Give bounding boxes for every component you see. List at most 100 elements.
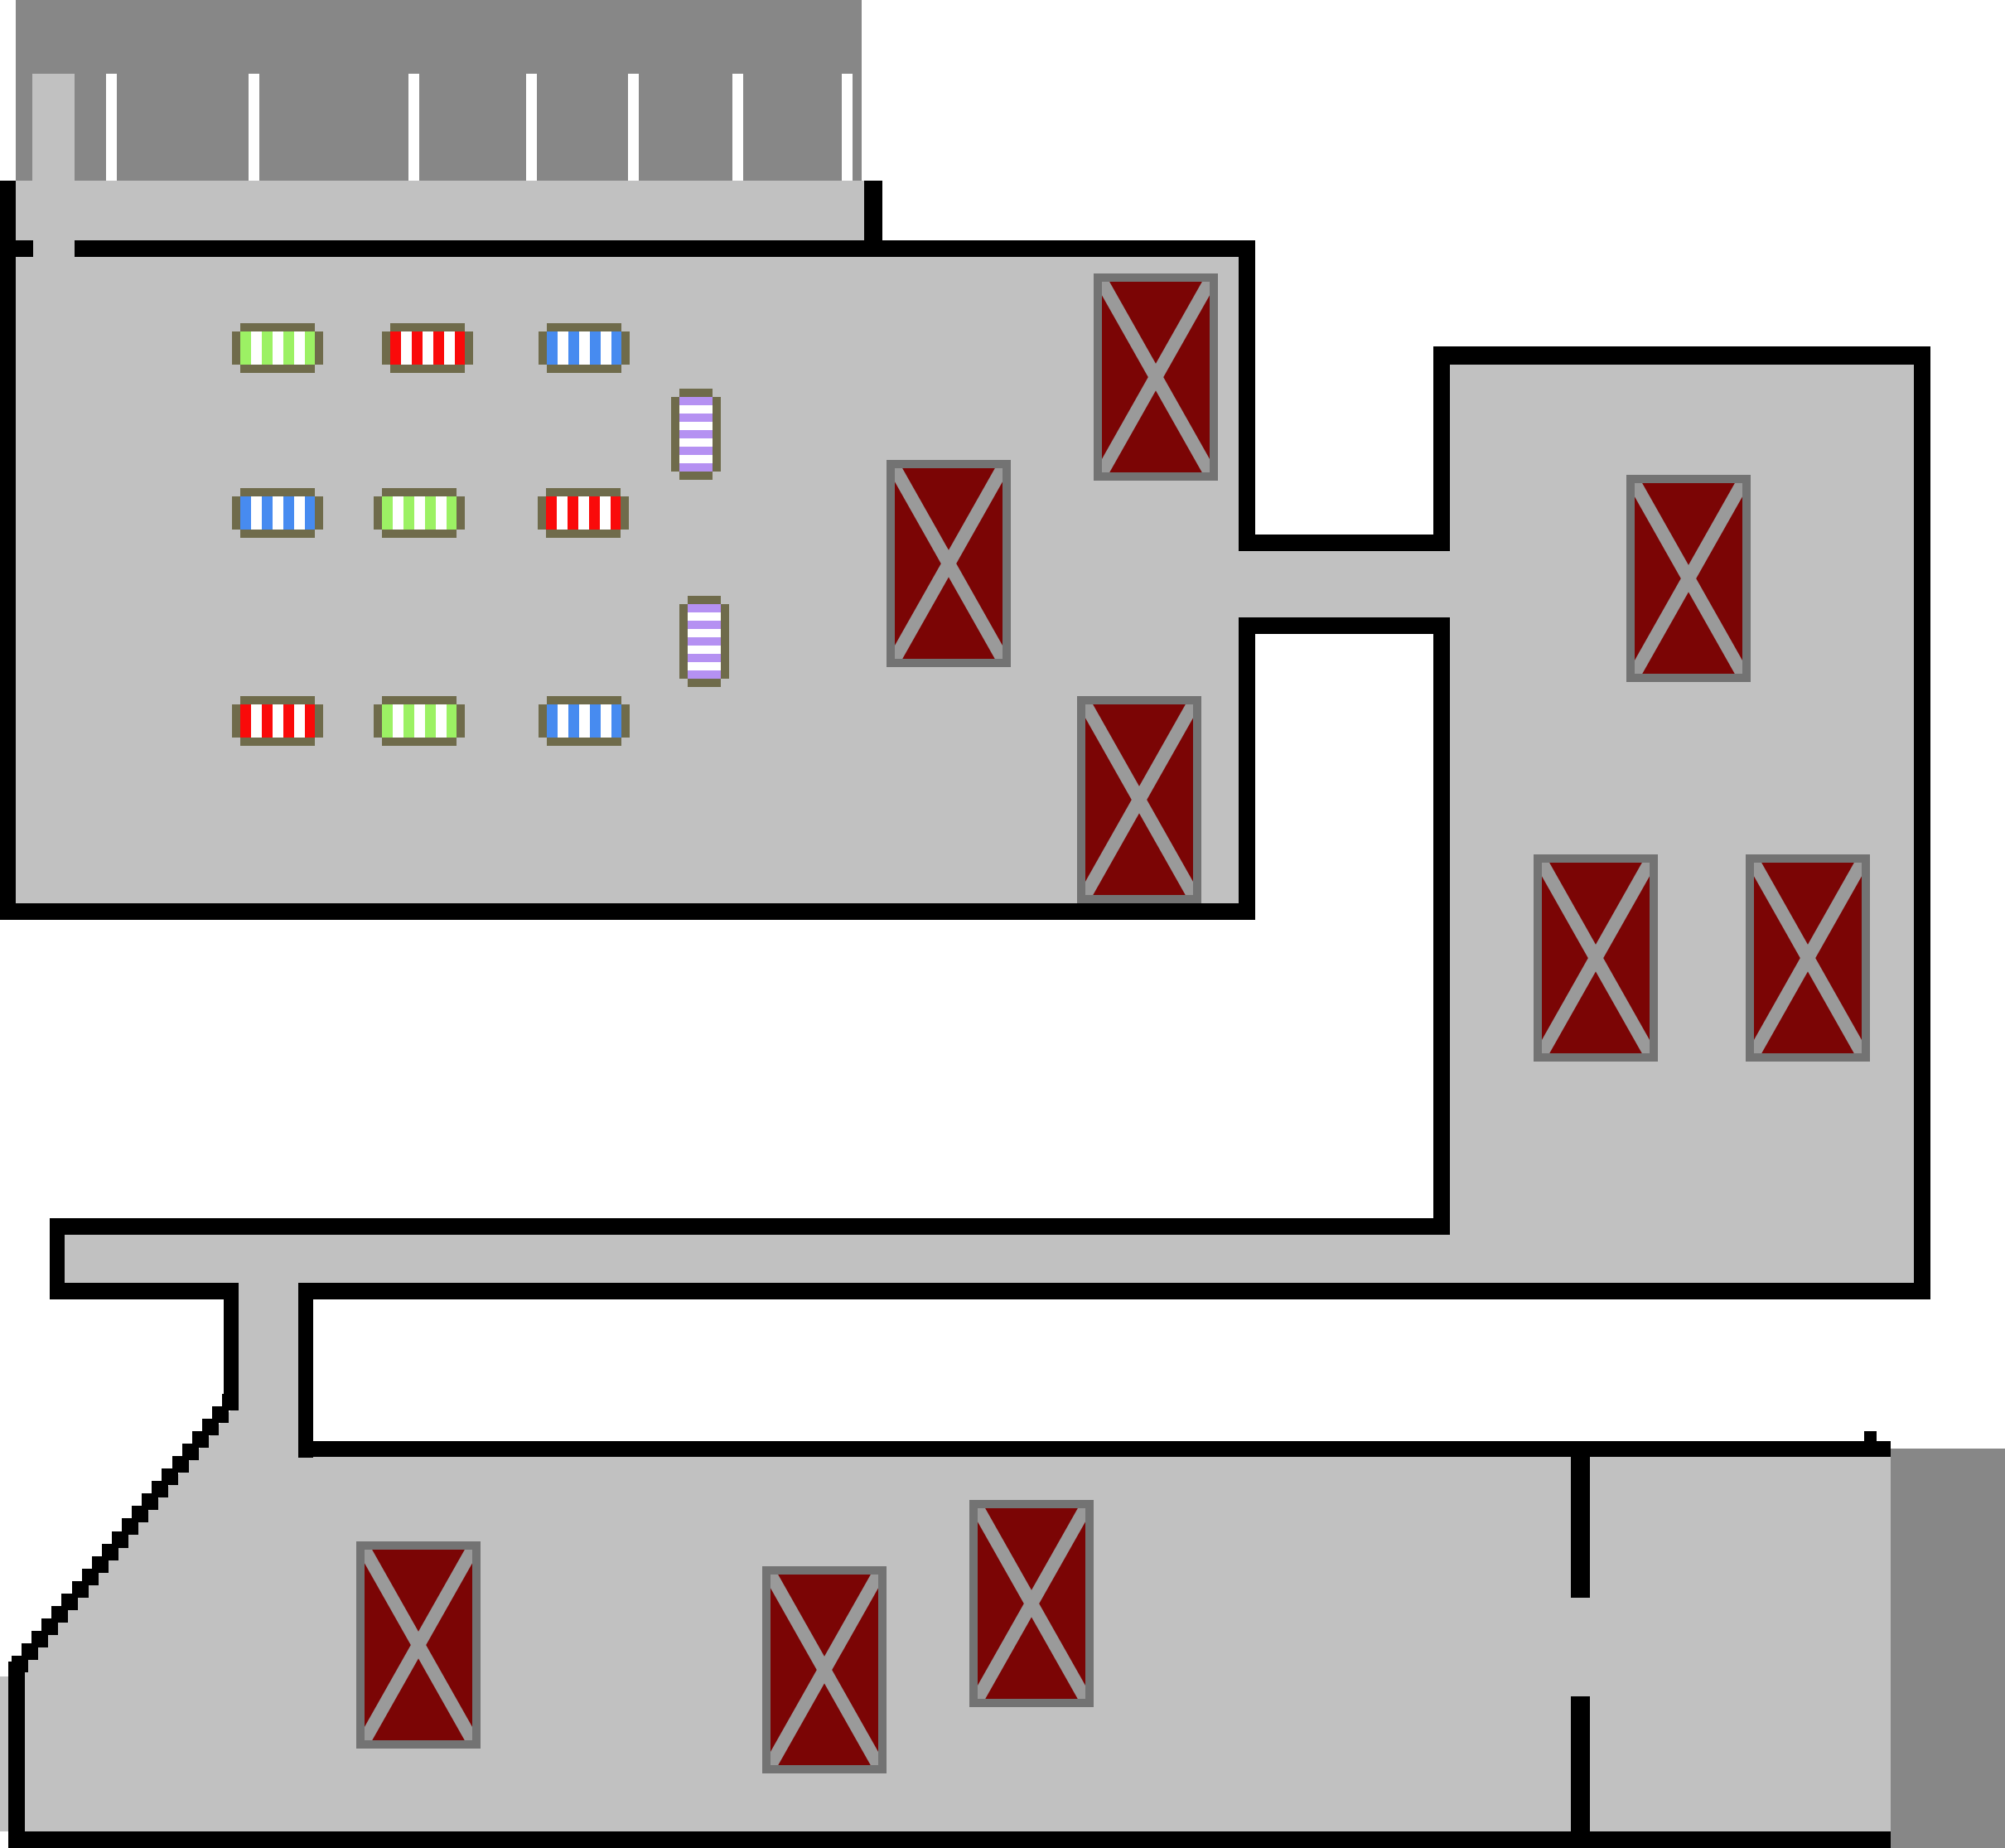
vertical-corridor-right-wall [298, 1283, 313, 1458]
package-red-row1-stripes [390, 331, 465, 365]
crate-right-room-2-lid [1542, 863, 1650, 1053]
package-green-row2-frame-left-tab [374, 496, 382, 530]
bottom-room-top-border [313, 1441, 1891, 1457]
package-purple-2[interactable] [679, 596, 729, 687]
package-purple-1-frame-right-tab [713, 397, 721, 472]
package-blue-row2-frame-bottom [240, 530, 315, 538]
package-blue-row2-frame-left-tab [232, 496, 240, 530]
package-red-row2-frame-bottom [546, 530, 621, 538]
main-room-right-wall-upper [1239, 240, 1255, 551]
package-green-row1-stripes [240, 331, 315, 365]
package-purple-2-stripes [688, 604, 721, 679]
lower-corridor-bottom-wall-left [65, 1283, 224, 1299]
package-purple-1-stripes [679, 397, 713, 472]
crate-main-room-3-lid [1085, 704, 1193, 895]
package-purple-2-frame-left-tab [679, 604, 688, 679]
dock-berth-line-2 [249, 74, 259, 181]
upper-corridor-bottom-wall [1239, 617, 1450, 634]
crate-right-room-2[interactable] [1534, 854, 1658, 1062]
crate-right-room-1[interactable] [1626, 475, 1751, 682]
crate-right-room-1-lid [1635, 483, 1742, 674]
package-purple-1[interactable] [671, 389, 721, 480]
lower-corridor-floor [65, 1235, 1450, 1283]
package-green-row1-frame-left-tab [232, 331, 240, 365]
package-green-row3-stripes [382, 704, 457, 738]
crate-main-room-2-lid [895, 468, 1002, 659]
package-purple-2-frame-bottom [688, 679, 721, 687]
dock-berth-line-6 [732, 74, 743, 181]
package-green-row1-frame-right-tab [315, 331, 323, 365]
package-green-row3-frame-top [382, 696, 457, 704]
package-blue-row3-frame-top [547, 696, 621, 704]
upper-corridor-top-wall [1239, 535, 1450, 551]
main-room-floor [16, 257, 1239, 903]
package-blue-row1[interactable] [539, 323, 630, 373]
main-room-top-border-stub [16, 240, 33, 257]
dock-berth-line-1 [106, 74, 117, 181]
dock-berth-line-7 [842, 74, 853, 181]
package-blue-row3-frame-left-tab [539, 704, 547, 738]
package-green-row1-frame-bottom [240, 365, 315, 373]
crate-main-room-1[interactable] [1094, 273, 1218, 481]
crate-right-room-3[interactable] [1746, 854, 1870, 1062]
loading-bay-area [1891, 1449, 2005, 1848]
main-room-right-wall-lower [1239, 617, 1255, 903]
dock-berth-line-5 [628, 74, 639, 181]
bottom-room-bottom-border [8, 1831, 1891, 1848]
bottom-room-divider-lower [1571, 1696, 1590, 1835]
lower-corridor-bottom-wall-right [313, 1283, 1930, 1299]
package-purple-1-frame-bottom [679, 472, 713, 480]
package-red-row3-frame-left-tab [232, 704, 240, 738]
package-blue-row3-frame-bottom [547, 738, 621, 746]
dock-berth-line-3 [408, 74, 419, 181]
package-green-row1[interactable] [232, 323, 323, 373]
package-red-row2[interactable] [538, 488, 629, 538]
package-blue-row3-stripes [547, 704, 621, 738]
bottom-room-diagonal-wall-step [122, 1518, 138, 1535]
package-green-row2-frame-top [382, 488, 457, 496]
package-red-row1-frame-bottom [390, 365, 465, 373]
package-blue-row1-frame-right-tab [621, 331, 630, 365]
crate-bottom-room-1[interactable] [356, 1541, 481, 1749]
crate-bottom-room-3[interactable] [969, 1500, 1094, 1707]
package-purple-1-frame-top [679, 389, 713, 397]
upper-corridor-floor [1239, 551, 1450, 617]
platform-right-wall [864, 181, 882, 257]
vertical-corridor-left-wall [224, 1283, 239, 1401]
package-blue-row2-stripes [240, 496, 315, 530]
crate-main-room-2[interactable] [887, 460, 1011, 667]
main-room-left-wall [0, 181, 16, 920]
package-blue-row3-frame-right-tab [621, 704, 630, 738]
package-green-row3-frame-right-tab [457, 704, 465, 738]
package-green-row2-frame-bottom [382, 530, 457, 538]
crate-bottom-room-2[interactable] [762, 1566, 887, 1773]
package-blue-row1-frame-bottom [547, 365, 621, 373]
bottom-room-left-wall [8, 1662, 25, 1831]
package-blue-row2-frame-right-tab [315, 496, 323, 530]
package-red-row3-frame-bottom [240, 738, 315, 746]
dock-berth-line-4 [526, 74, 537, 181]
package-blue-row2[interactable] [232, 488, 323, 538]
lower-corridor-top-wall [50, 1218, 1450, 1235]
package-red-row3[interactable] [232, 696, 323, 746]
package-red-row3-frame-right-tab [315, 704, 323, 738]
package-blue-row1-frame-top [547, 323, 621, 331]
package-red-row2-frame-right-tab [621, 496, 629, 530]
package-green-row2-stripes [382, 496, 457, 530]
package-green-row3[interactable] [374, 696, 465, 746]
crate-bottom-room-2-lid [771, 1575, 878, 1765]
main-room-bottom-border [0, 903, 1255, 920]
package-red-row1-frame-left-tab [382, 331, 390, 365]
package-green-row2[interactable] [374, 488, 465, 538]
package-green-row1-frame-top [240, 323, 315, 331]
package-purple-2-frame-top [688, 596, 721, 604]
package-blue-row3[interactable] [539, 696, 630, 746]
bottom-room-divider-upper [1571, 1457, 1590, 1598]
crate-main-room-3[interactable] [1077, 696, 1201, 903]
right-room-right-wall [1914, 365, 1930, 1299]
crate-right-room-3-lid [1754, 863, 1862, 1053]
package-red-row1[interactable] [382, 323, 473, 373]
crate-main-room-1-lid [1102, 282, 1210, 472]
crate-bottom-room-3-lid [978, 1508, 1085, 1699]
